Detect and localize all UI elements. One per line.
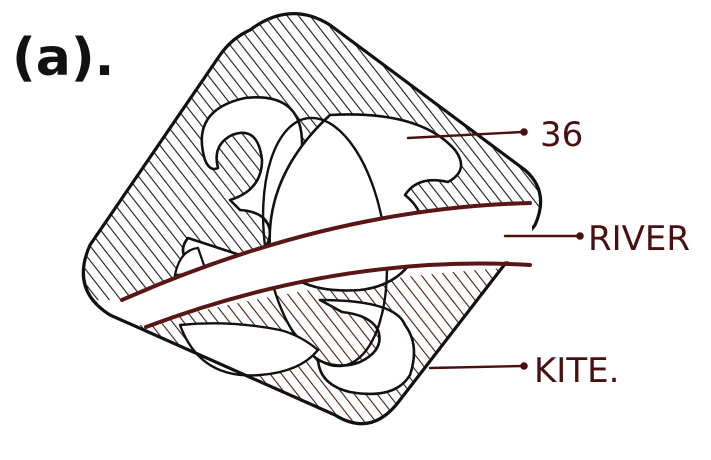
callout-river-label: RIVER: [588, 219, 690, 259]
leader-kite: [430, 366, 522, 368]
leader-36-dot: [521, 129, 526, 134]
leader-kite-dot: [521, 363, 526, 368]
callout-kite-label: KITE.: [534, 351, 619, 391]
leader-river-dot: [577, 233, 582, 238]
figure-label: (a).: [12, 28, 114, 88]
callout-36-label: 36: [540, 115, 583, 155]
